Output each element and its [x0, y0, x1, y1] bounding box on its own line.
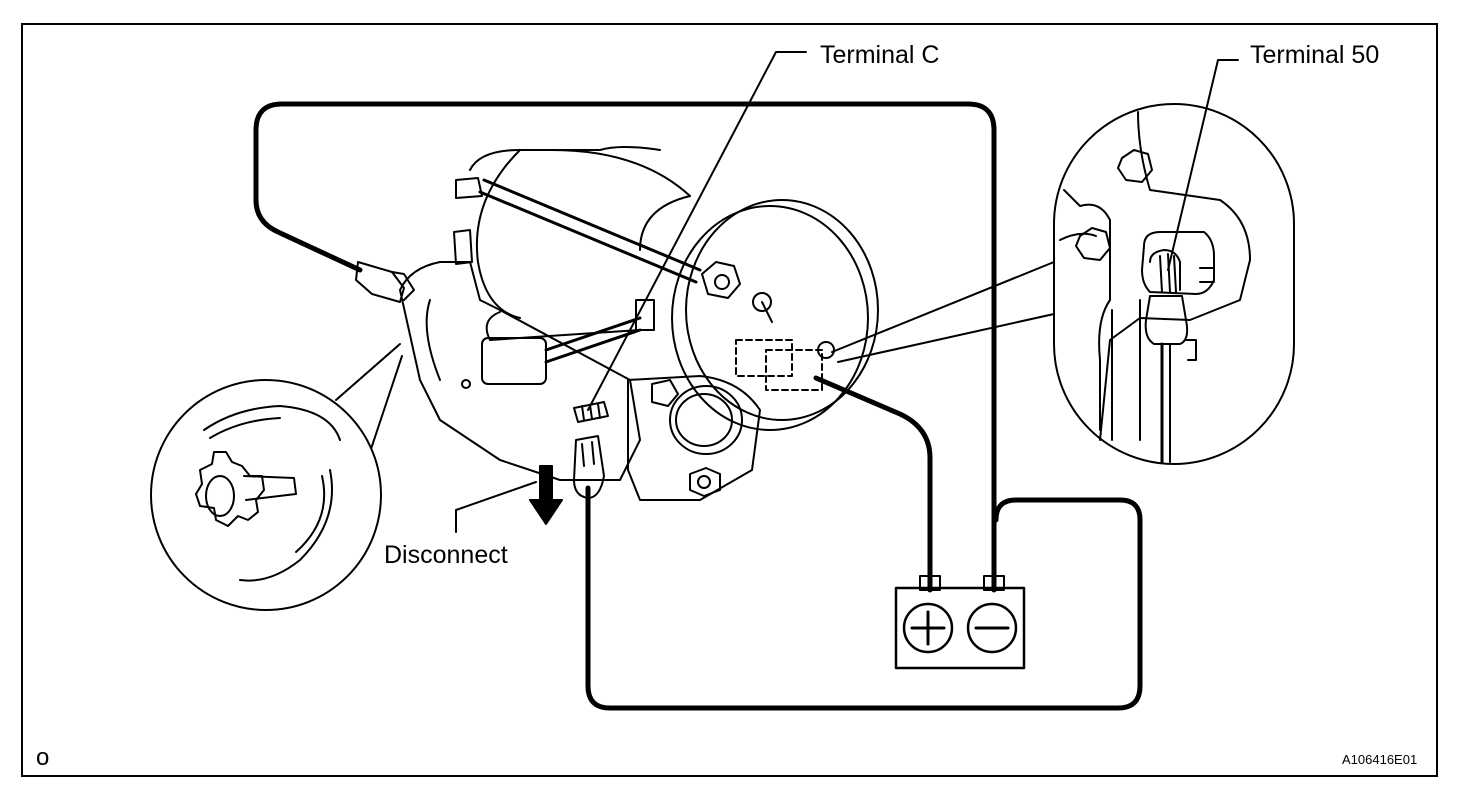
top-lead-wire — [253, 101, 997, 593]
terminal-50-label: Terminal 50 — [1250, 41, 1380, 69]
minus-symbol — [966, 602, 1018, 654]
wiring — [253, 101, 1143, 711]
hex-bolt-icon-2 — [1075, 227, 1111, 261]
starter-motor — [355, 146, 879, 501]
figure-code: A106416E01 — [1342, 752, 1418, 767]
disconnected-connector — [573, 435, 605, 499]
plus-symbol — [902, 602, 954, 654]
pinion-gear-icon — [195, 451, 265, 527]
drive-housing — [399, 261, 641, 481]
wire-plug — [355, 261, 405, 303]
end-cap — [685, 199, 879, 421]
negative-loop-wire — [585, 485, 1143, 711]
battery-positive-post — [919, 575, 941, 591]
figure-frame — [21, 23, 1438, 777]
terminal-50-connector — [1141, 231, 1215, 295]
solenoid — [485, 311, 641, 341]
terminal-c-leader — [587, 51, 807, 411]
disconnect-leader — [455, 481, 537, 533]
terminal-c-label: Terminal C — [820, 41, 940, 69]
battery — [894, 575, 1026, 670]
disconnect-label: Disconnect — [384, 541, 508, 569]
terminal-c-stud — [573, 401, 609, 423]
disconnect-arrow — [455, 465, 563, 533]
terminal-50-leader — [1167, 59, 1239, 271]
mount-flange — [627, 375, 761, 501]
battery-case — [894, 586, 1026, 670]
terminal-50-hidden — [735, 339, 793, 377]
terminal-50-detail — [831, 59, 1295, 465]
battery-negative-post — [983, 575, 1005, 591]
pinion-detail — [150, 343, 403, 611]
corner-mark: o — [36, 744, 50, 771]
hex-bolt-icon — [1117, 149, 1153, 183]
positive-lead-wire — [813, 375, 933, 593]
